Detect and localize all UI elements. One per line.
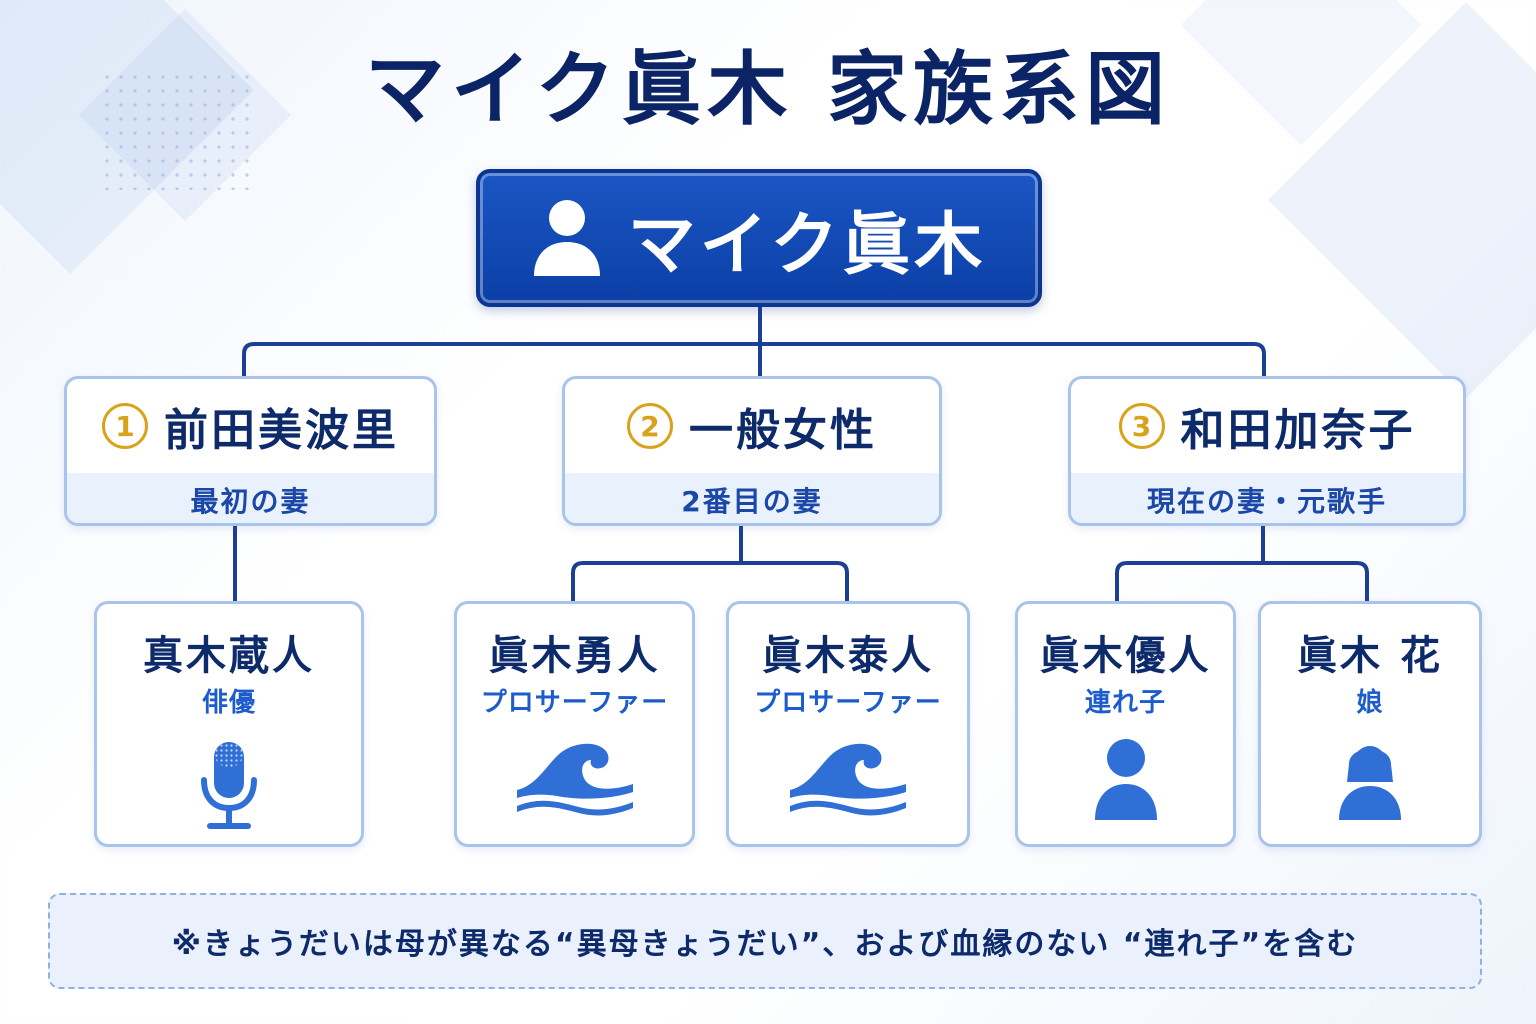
child-name: 眞木泰人 bbox=[762, 633, 934, 679]
child-role: 連れ子 bbox=[1084, 688, 1166, 718]
child-card-3: 眞木泰人 プロサーファー bbox=[726, 601, 970, 847]
child-name: 眞木勇人 bbox=[488, 633, 661, 679]
female-person-icon bbox=[1339, 746, 1401, 820]
spouse-name: 一般女性 bbox=[689, 405, 877, 456]
spouse-card-3: 3 和田加奈子 現在の妻・元歌手 bbox=[1068, 376, 1466, 526]
child-name: 眞木 花 bbox=[1297, 633, 1443, 679]
connector-root-spouses bbox=[242, 305, 1266, 378]
child-card-2: 眞木勇人 プロサーファー bbox=[454, 601, 695, 847]
wave-icon bbox=[790, 743, 906, 816]
child-role: プロサーファー bbox=[480, 688, 669, 718]
spouse-name: 前田美波里 bbox=[164, 405, 399, 456]
wave-icon bbox=[516, 743, 633, 816]
connector-spouse2-children bbox=[571, 524, 849, 603]
footnote: ※きょうだいは母が異なる“異母きょうだい”、および血縁のない “連れ子”を含む bbox=[48, 893, 1482, 989]
child-role: プロサーファー bbox=[754, 688, 942, 718]
root-person-card: マイク眞木 bbox=[476, 169, 1042, 307]
spouse-number-badge: 1 bbox=[102, 403, 148, 449]
child-role: 娘 bbox=[1356, 688, 1384, 718]
child-card-4: 眞木優人 連れ子 bbox=[1015, 601, 1236, 847]
person-icon bbox=[1094, 739, 1157, 820]
child-name: 真木蔵人 bbox=[143, 633, 315, 679]
spouse-role: 現在の妻・元歌手 bbox=[1071, 473, 1463, 523]
spouse-name: 和田加奈子 bbox=[1180, 405, 1416, 456]
child-name: 眞木優人 bbox=[1039, 633, 1212, 679]
spouse-number-badge: 3 bbox=[1118, 403, 1165, 449]
connector-spouse3-children bbox=[1115, 524, 1369, 603]
child-card-1: 真木蔵人 俳優 bbox=[94, 601, 364, 847]
spouse-number-badge: 2 bbox=[627, 403, 673, 449]
child-role: 俳優 bbox=[201, 688, 256, 718]
root-person-name: マイク眞木 bbox=[627, 205, 987, 285]
person-icon bbox=[533, 200, 600, 276]
spouse-card-2: 2 一般女性 2番目の妻 bbox=[562, 376, 942, 526]
spouse-role: 2番目の妻 bbox=[565, 473, 939, 523]
child-card-5: 眞木 花 娘 bbox=[1258, 601, 1482, 847]
microphone-icon bbox=[201, 742, 257, 829]
page-title: マイク眞木 家族系図 bbox=[364, 43, 1172, 136]
spouse-role: 最初の妻 bbox=[67, 473, 434, 523]
spouse-card-1: 1 前田美波里 最初の妻 bbox=[64, 376, 437, 526]
